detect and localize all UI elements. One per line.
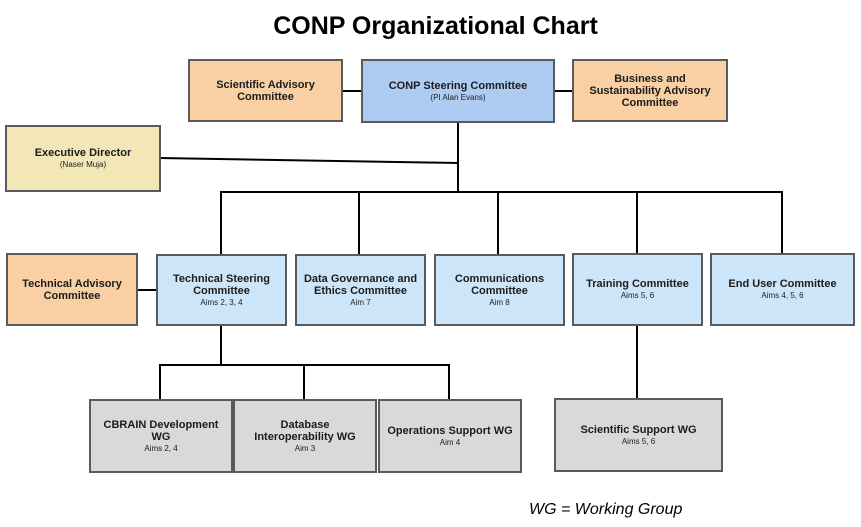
- training-committee-box: Training Committee Aims 5, 6: [572, 253, 703, 326]
- technical-steering-committee-box: Technical Steering Committee Aims 2, 3, …: [156, 254, 287, 326]
- scientific-support-wg-title: Scientific Support WG: [580, 423, 697, 436]
- data-governance-committee-title: Data Governance and Ethics Committee: [303, 272, 418, 297]
- technical-advisory-committee-title: Technical Advisory Committee: [22, 277, 122, 302]
- data-governance-committee-aims: Aim 7: [350, 297, 371, 307]
- executive-director-subtitle: (Naser Muja): [59, 160, 107, 169]
- database-interoperability-wg-box: Database Interoperability WG Aim 3: [233, 399, 377, 473]
- technical-steering-committee-aims: Aims 2, 3, 4: [200, 297, 243, 307]
- end-user-committee-box: End User Committee Aims 4, 5, 6: [710, 253, 855, 326]
- scientific-support-wg-box: Scientific Support WG Aims 5, 6: [554, 398, 723, 472]
- database-interoperability-wg-title: Database Interoperability WG: [254, 418, 356, 443]
- footnote-legend: WG = Working Group: [529, 501, 683, 518]
- conp-steering-committee-subtitle: (PI Alan Evans): [430, 92, 486, 102]
- business-sustainability-committee-box: Business and Sustainability Advisory Com…: [572, 59, 728, 122]
- scientific-advisory-committee-box: Scientific Advisory Committee: [188, 59, 343, 122]
- communications-committee-box: Communications Committee Aim 8: [434, 254, 565, 326]
- conp-steering-committee-title: CONP Steering Committee: [388, 79, 528, 92]
- operations-support-wg-aims: Aim 4: [439, 437, 461, 447]
- communications-committee-title: Communications Committee: [454, 272, 545, 297]
- scientific-support-wg-aims: Aims 5, 6: [621, 436, 656, 446]
- chart-title: CONP Organizational Chart: [273, 12, 598, 40]
- conp-steering-committee-box: CONP Steering Committee (PI Alan Evans): [361, 59, 555, 123]
- business-sustainability-committee-title: Business and Sustainability Advisory Com…: [589, 72, 711, 109]
- database-interoperability-wg-aims: Aim 3: [294, 443, 316, 453]
- executive-director-box: Executive Director (Naser Muja): [5, 125, 161, 192]
- cbrain-development-wg-box: CBRAIN Development WG Aims 2, 4: [89, 399, 233, 473]
- technical-steering-committee-title: Technical Steering Committee: [173, 272, 270, 297]
- end-user-committee-title: End User Committee: [728, 278, 837, 290]
- technical-advisory-committee-box: Technical Advisory Committee: [6, 253, 138, 326]
- operations-support-wg-title: Operations Support WG: [387, 424, 513, 437]
- data-governance-committee-box: Data Governance and Ethics Committee Aim…: [295, 254, 426, 326]
- operations-support-wg-box: Operations Support WG Aim 4: [378, 399, 522, 473]
- communications-committee-aims: Aim 8: [489, 297, 510, 307]
- cbrain-development-wg-aims: Aims 2, 4: [144, 443, 178, 453]
- connector-executive-director: [158, 156, 460, 165]
- training-committee-title: Training Committee: [586, 278, 689, 290]
- scientific-advisory-committee-title: Scientific Advisory Committee: [216, 78, 315, 103]
- executive-director-title: Executive Director: [34, 147, 132, 159]
- training-committee-aims: Aims 5, 6: [620, 291, 655, 300]
- cbrain-development-wg-title: CBRAIN Development WG: [103, 418, 219, 443]
- end-user-committee-aims: Aims 4, 5, 6: [761, 291, 804, 300]
